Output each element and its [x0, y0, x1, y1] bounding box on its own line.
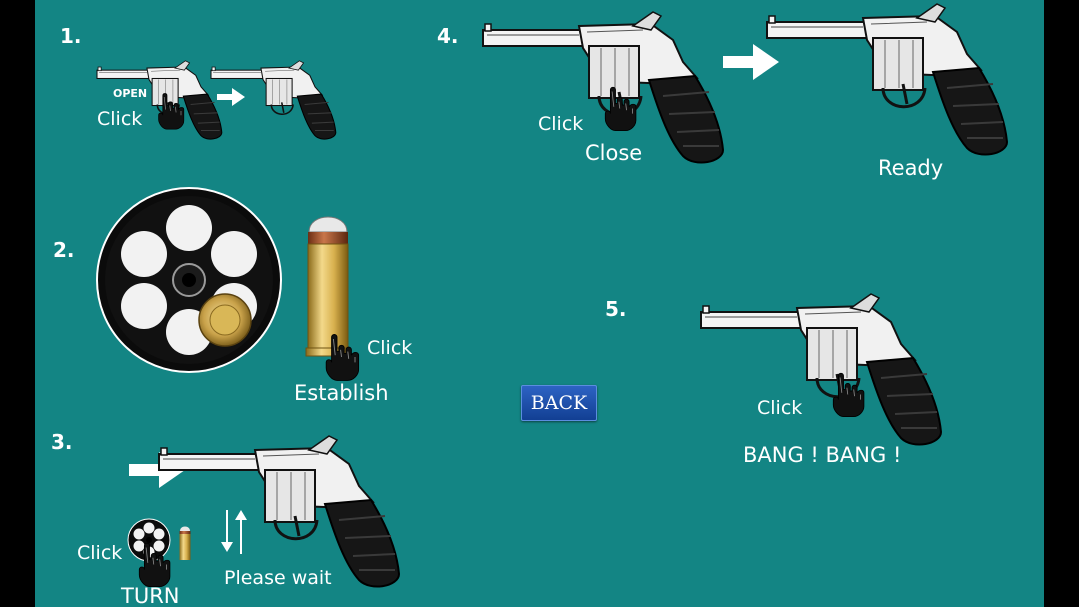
establish-label: Establish — [294, 381, 389, 405]
step-2-click-label: Click — [367, 337, 413, 359]
close-label: Close — [585, 141, 643, 165]
pointing-hand-icon — [604, 86, 637, 132]
bang-label: BANG ! BANG ! — [743, 443, 902, 467]
cylinder-icon[interactable] — [127, 518, 177, 568]
step-2-number: 2. — [53, 238, 75, 262]
step-1-number: 1. — [60, 24, 82, 48]
revolver-icon[interactable] — [699, 292, 961, 454]
step-3-click-label: Click — [77, 542, 123, 564]
open-label: OPEN — [113, 87, 148, 100]
bullet-icon[interactable] — [303, 206, 363, 366]
pointing-hand-icon — [832, 372, 865, 418]
revolver-icon — [210, 60, 337, 140]
turn-label: TURN — [121, 584, 180, 607]
cylinder-icon[interactable] — [95, 186, 285, 376]
revolver-icon — [765, 2, 1009, 157]
step-3-number: 3. — [51, 430, 73, 454]
up-down-arrows-icon — [221, 510, 247, 554]
step-4-number: 4. — [437, 24, 459, 48]
pointing-hand-icon — [158, 93, 185, 130]
step-5-number: 5. — [605, 297, 627, 321]
step-5-click-label: Click — [757, 397, 803, 419]
bullet-icon — [179, 526, 191, 560]
back-button[interactable]: BACK — [521, 385, 597, 421]
instructions-screen: 1. OPEN Click 2. Click Establish — [35, 0, 1044, 607]
step-4-click-label: Click — [538, 113, 584, 135]
please-wait-label: Please wait — [224, 567, 332, 589]
step-1-click-label: Click — [97, 108, 143, 130]
ready-label: Ready — [878, 156, 944, 180]
